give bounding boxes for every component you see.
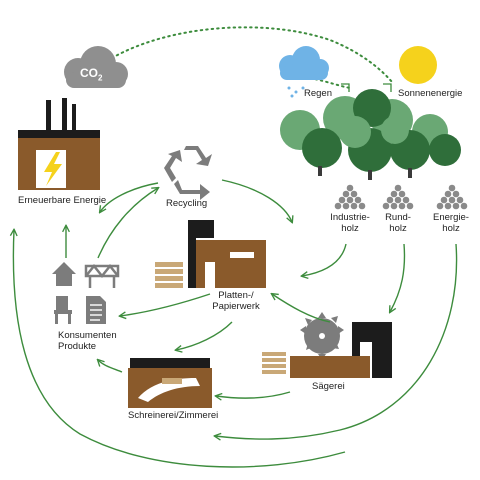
arrow-consumer-to-recycling bbox=[97, 188, 158, 259]
arrow-recycling-to-mill bbox=[221, 179, 292, 222]
consumer-products-label: Konsumenten Produkte bbox=[58, 330, 117, 352]
round-wood-label-line1: Rund- bbox=[385, 212, 411, 223]
panel-mill-label-line1: Platten-/ bbox=[218, 290, 254, 301]
arrow-energy-wood-loop bbox=[215, 243, 458, 439]
sawmill-icon bbox=[262, 312, 392, 378]
arrow-big-outer-loop bbox=[13, 230, 346, 468]
round-wood-label-line2: holz bbox=[389, 223, 407, 234]
document-icon bbox=[86, 296, 106, 324]
energy-wood-label-line2: holz bbox=[442, 223, 460, 234]
rain-cloud-icon bbox=[279, 46, 329, 98]
sawmill-label: Sägerei bbox=[312, 381, 345, 392]
industrial-wood-label-line2: holz bbox=[341, 223, 359, 234]
sun-label: Sonnenenergie bbox=[398, 88, 463, 99]
renewable-energy-label: Erneuerbare Energie bbox=[18, 195, 107, 206]
arrow-carpentry-to-consumer bbox=[98, 360, 123, 373]
power-plant-icon bbox=[18, 98, 100, 190]
recycling-icon bbox=[164, 146, 212, 200]
bridge-icon bbox=[84, 263, 120, 288]
energy-wood-label: Energie- holz bbox=[428, 212, 474, 234]
co2-cloud-icon bbox=[64, 46, 128, 88]
co2-dotted-arc bbox=[111, 26, 393, 83]
arrow-sawmill-to-mill bbox=[272, 294, 331, 323]
chair-icon bbox=[54, 296, 72, 324]
consumer-products-label-line1: Konsumenten bbox=[58, 330, 117, 341]
industrial-wood-label-line1: Industrie- bbox=[330, 212, 370, 223]
rain-small-arrow bbox=[341, 83, 350, 92]
consumer-products-label-line2: Produkte bbox=[58, 341, 97, 352]
carpentry-label: Schreinerei/Zimmerei bbox=[128, 410, 219, 421]
sun-small-arrow bbox=[383, 83, 392, 92]
arrow-recycling-to-renewable bbox=[100, 182, 159, 212]
panel-mill-label: Platten-/ Papierwerk bbox=[204, 290, 268, 312]
rain-label: Regen bbox=[304, 88, 332, 99]
recycling-label: Recycling bbox=[166, 198, 208, 209]
log-pile-round-icon bbox=[382, 184, 414, 210]
house-icon bbox=[52, 262, 76, 286]
co2-subscript: 2 bbox=[98, 73, 103, 83]
log-pile-energy-icon bbox=[436, 184, 468, 210]
sun-icon bbox=[399, 46, 437, 84]
carpentry-icon bbox=[128, 358, 212, 408]
arrow-mill-to-consumer bbox=[120, 293, 211, 316]
log-pile-industrial-icon bbox=[334, 184, 366, 210]
co2-label: CO2 bbox=[80, 66, 103, 83]
arrow-mill-to-carpentry bbox=[176, 321, 233, 350]
arrow-sawmill-to-carpentry bbox=[216, 391, 291, 398]
panel-mill-label-line2: Papierwerk bbox=[212, 301, 260, 312]
panel-mill-icon bbox=[155, 220, 266, 288]
energy-wood-label-line1: Energie- bbox=[433, 212, 469, 223]
forest-icon bbox=[280, 89, 461, 180]
round-wood-label: Rund- holz bbox=[378, 212, 418, 234]
industrial-wood-label: Industrie- holz bbox=[326, 212, 374, 234]
arrow-round-to-sawmill bbox=[390, 243, 406, 312]
arrow-industrial-to-mill bbox=[302, 243, 347, 276]
